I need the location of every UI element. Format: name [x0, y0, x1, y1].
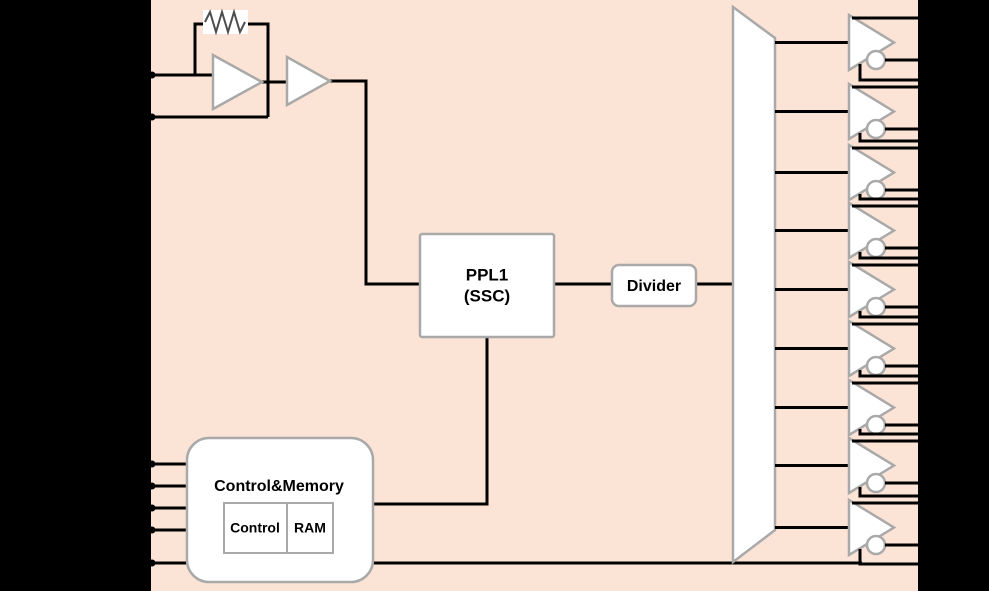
output-buffer-layer [775, 12, 918, 566]
divider-block[interactable] [610, 263, 698, 308]
pll-to-control-wire [373, 337, 489, 506]
buffer-return-stub-wire-5 [858, 311, 918, 319]
buffer-return-stub-wire-8 [858, 487, 918, 498]
control-input-terminal-dot-4 [148, 526, 156, 534]
output-buffer-4[interactable] [775, 200, 918, 261]
control-input-terminal-dot-3 [148, 504, 156, 512]
divider-label: Divider [627, 278, 681, 295]
control-sub-label: Control [230, 520, 280, 536]
control-input-terminal-dot-2 [148, 482, 156, 490]
buffer-return-stub-wire-9 [858, 549, 918, 566]
crystal-oscillator-amplifier-icon [211, 52, 265, 112]
buffer-return-stub-wire-3 [858, 194, 918, 201]
buffer-inversion-bubble-icon-7 [865, 414, 887, 436]
output-buffer-3[interactable] [775, 142, 918, 203]
ram-sub-block[interactable] [286, 502, 334, 554]
output-buffer-7[interactable] [775, 377, 918, 438]
buffer-inversion-bubble-icon-6 [865, 355, 887, 377]
input-buffer-amplifier-icon [285, 54, 333, 108]
buffer-return-stub-wire-7 [858, 429, 918, 436]
feedback-left-wire [193, 22, 205, 75]
feedback-right-wire [246, 22, 270, 117]
buffer-return-stub-wire-4 [858, 252, 918, 260]
output-buffer-1[interactable] [775, 12, 918, 82]
ram-sub-label: RAM [294, 520, 326, 536]
buffer-inversion-bubble-icon-8 [865, 472, 887, 494]
buffer-to-pll-wire [330, 79, 420, 286]
buffer-inversion-bubble-icon-9 [865, 534, 887, 556]
buffer-return-stub-wire-6 [858, 370, 918, 378]
pll-block[interactable] [418, 232, 556, 339]
pll-label-line1: PPL1 [466, 265, 509, 284]
buffer-inversion-bubble-icon-5 [865, 296, 887, 318]
wire-layer [148, 22, 862, 567]
resistor-zigzag-icon [204, 8, 246, 36]
fanout-trapezoid[interactable] [731, 4, 777, 565]
control-input-terminal-dot-1 [148, 460, 156, 468]
control-memory-label: Control&Memory [214, 478, 344, 495]
buffer-return-stub-wire-1 [858, 64, 918, 82]
buffer-return-stub-wire-2 [858, 133, 918, 143]
pll-label-line2: (SSC) [464, 286, 510, 305]
buffer-inversion-bubble-icon-3 [865, 179, 887, 201]
output-buffer-8[interactable] [775, 435, 918, 498]
output-buffer-5[interactable] [775, 259, 918, 320]
buffer-inversion-bubble-icon-2 [865, 118, 887, 140]
output-buffer-6[interactable] [775, 318, 918, 379]
output-buffer-9[interactable] [775, 497, 918, 566]
control-input-terminal-dot-5 [148, 559, 156, 567]
xin-terminal-dot [148, 71, 156, 79]
buffer-inversion-bubble-icon-4 [865, 237, 887, 259]
output-buffer-2[interactable] [775, 81, 918, 143]
xout-terminal-dot [148, 113, 156, 121]
buffer-inversion-bubble-icon-1 [865, 49, 887, 71]
